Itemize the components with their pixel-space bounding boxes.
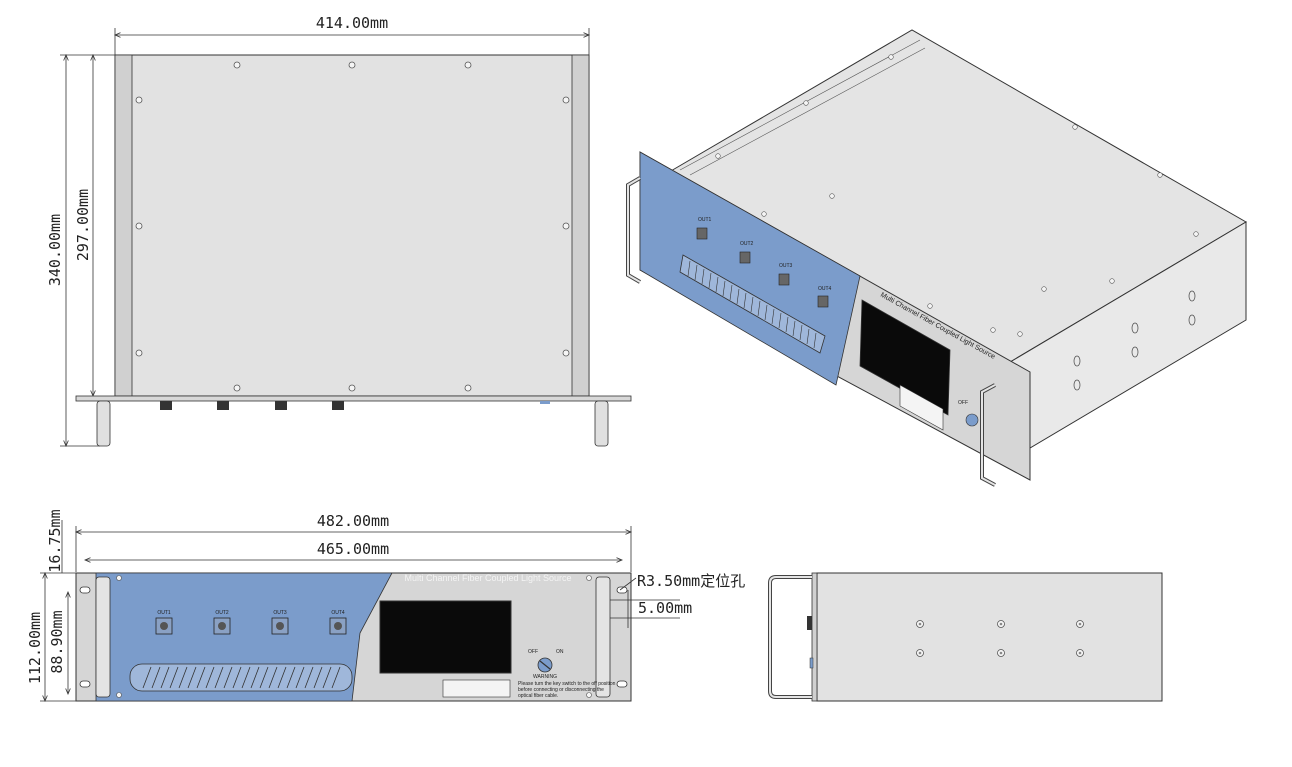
iso-switch-off-label: OFF [958, 400, 968, 406]
iso-side-holes [1073, 290, 1196, 391]
side-front-edge [811, 572, 818, 702]
switch-on-label: ON [556, 649, 564, 655]
mounting-slot-icon [79, 586, 91, 594]
inner-width-dimension: 465.00mm [317, 540, 389, 558]
right-side-rail [571, 54, 590, 397]
warning-line-2: before connecting or disconnecting the [518, 687, 604, 693]
side-panel [816, 572, 1163, 702]
front-right-handle [595, 576, 611, 698]
panel-height-dimension: 88.90mm [48, 610, 66, 673]
front-screws [116, 575, 592, 698]
iso-port-label-4: OUT4 [818, 286, 832, 292]
front-product-title: Multi Channel Fiber Coupled Light Source [404, 573, 571, 583]
mounting-slot-icon [616, 680, 628, 688]
warning-line-1: Please turn the key switch to the off po… [518, 681, 616, 687]
fiber-connectors [160, 401, 550, 410]
total-width-dimension: 482.00mm [317, 512, 389, 530]
front-panel-edge [75, 395, 632, 402]
port-label-1: OUT1 [157, 610, 171, 616]
mounting-slot-icon [79, 680, 91, 688]
iso-port-label-2: OUT2 [740, 241, 754, 247]
right-handle [594, 400, 609, 447]
side-view [768, 572, 1163, 702]
warning-title: WARNING [533, 674, 557, 680]
height-dimension: 112.00mm [26, 612, 44, 684]
port-label-2: OUT2 [215, 610, 229, 616]
warning-line-3: optical fiber cable. [518, 693, 558, 699]
iso-ports [696, 227, 829, 308]
iso-left-handle [626, 176, 642, 284]
side-screws [916, 620, 1084, 657]
mounting-slot-icon [616, 586, 628, 594]
side-connector [807, 616, 812, 630]
isometric-view: Multi Channel Fiber Coupled Light Source… [626, 29, 1247, 487]
display-screen [379, 600, 512, 674]
front-view: 482.00mm 465.00mm 112.00mm 88.90mm 16.75… [26, 509, 745, 701]
iso-port-label-3: OUT3 [779, 263, 793, 269]
top-width-dimension: 414.00mm [316, 14, 388, 32]
hole-note: R3.50mm定位孔 [637, 572, 745, 590]
iso-vent [679, 254, 826, 354]
top-offset-dimension: 16.75mm [46, 509, 64, 572]
iso-vent-slots [687, 260, 817, 349]
iso-screws [715, 54, 1199, 337]
switch-off-label: OFF [528, 649, 538, 655]
iso-screen [859, 299, 951, 416]
depth-inner-dimension: 297.00mm [74, 189, 92, 261]
label-plate [442, 679, 511, 698]
iso-port-label-1: OUT1 [698, 217, 712, 223]
side-key [809, 657, 814, 669]
front-left-handle [95, 576, 111, 698]
side-screw-centers [918, 622, 1082, 655]
port-label-4: OUT4 [331, 610, 345, 616]
front-vent-slots [142, 666, 341, 689]
left-side-rail [114, 54, 133, 397]
hole-offset-dimension: 5.00mm [638, 599, 692, 617]
top-cover [114, 54, 590, 397]
iso-key-switch-icon [965, 413, 979, 427]
side-handle [768, 575, 812, 699]
top-screws [135, 61, 570, 392]
front-ports [155, 617, 347, 635]
port-label-3: OUT3 [273, 610, 287, 616]
depth-outer-dimension: 340.00mm [46, 214, 64, 286]
left-handle [96, 400, 111, 447]
top-view: 414.00mm 340.00mm 297.00mm [46, 14, 632, 447]
iso-label-plate [899, 384, 944, 431]
